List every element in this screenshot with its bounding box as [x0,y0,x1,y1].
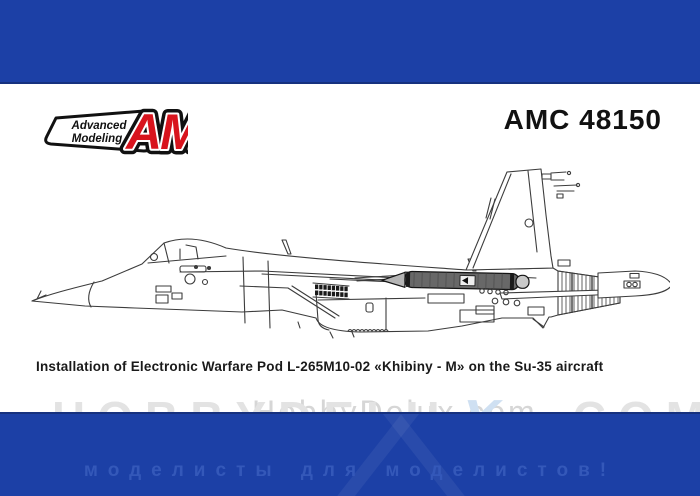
vertical-fin [465,168,554,271]
aft-panel-1 [527,306,545,316]
stinger-circle-1 [626,281,632,288]
radome-line [88,281,95,308]
pod-rear-ring [509,274,515,290]
fin-tip-antennas [541,170,581,199]
logo-banner [44,109,152,153]
pod-rear-cap [515,274,530,289]
pod-front-ring [405,271,411,287]
windscreen-frame [147,242,227,264]
pod-lug-1 [479,288,485,294]
intake-box [315,292,426,331]
watermark-swoosh-right [375,414,479,496]
ventral-fin-line [532,318,545,328]
aft-circle-2 [502,298,510,306]
logo-monogram: AM AM AM [119,99,189,163]
nose-panel-3 [171,292,183,300]
louver-frame [312,282,350,300]
pitot-probe [31,290,47,302]
ejection-seat [179,244,199,260]
panel-seams [242,256,271,329]
gun-panel [179,265,207,273]
product-code: AMC 48150 [503,104,662,135]
aft-circle-3 [513,299,521,307]
fuselage-dot-2 [206,265,212,271]
ew-pod [381,270,530,291]
fuselage-outline [31,238,621,333]
pod-lug-2 [487,288,493,295]
nose-panel-1 [155,285,172,293]
gear-door [427,293,465,304]
serration-row [347,328,389,332]
stinger-circle-2 [632,281,638,288]
logo-text-line1: Advanced [71,120,128,132]
pod-id-arrow [462,277,469,285]
louver-grid [315,284,348,298]
blade-antenna-1 [281,239,292,255]
aft-panel-2 [459,309,495,323]
footer-slogan: моделисты для моделистов! [83,460,617,481]
logo-text-line2: Modeling [72,133,122,145]
nose-hatch-circle [184,273,196,285]
caption: Installation of Electronic Warfare Pod L… [36,359,604,374]
pod-lug-3 [495,289,501,295]
deck-hatch [557,259,571,267]
svg-text:AM: AM [124,104,188,160]
pod-body-hatching [413,271,503,290]
fin-fairing [524,218,534,228]
watermark-swoosh-left [323,414,427,496]
brand-logo: Advanced Modeling AM AM AM [44,99,189,163]
pod-nose-cone [381,271,406,288]
svg-text:AM: AM [124,104,188,160]
bay-hatch [365,302,374,313]
intake-ramp-diagonals [239,285,340,319]
bottom-blue-band: моделисты для моделистов! [0,412,700,496]
svg-text:AM: AM [124,104,188,160]
fin-inner-lines [472,170,538,269]
fuselage-dot-1 [193,264,199,270]
aft-circle-1 [491,297,499,305]
belly-blades [297,321,355,339]
stinger-panel-2 [629,272,640,279]
top-blue-band [0,0,700,84]
stinger-panel [623,280,641,289]
fin-stripe [485,197,496,220]
pod-lug-4 [503,289,509,296]
su35-line-drawing [31,168,670,339]
irst-ball [149,252,159,262]
nose-panel-2 [155,294,169,304]
artwork-area: HobbyDelux.com [30,160,670,430]
tail-stinger [597,270,670,299]
gear-door-2 [475,305,495,315]
nose-small-circle [201,278,209,286]
